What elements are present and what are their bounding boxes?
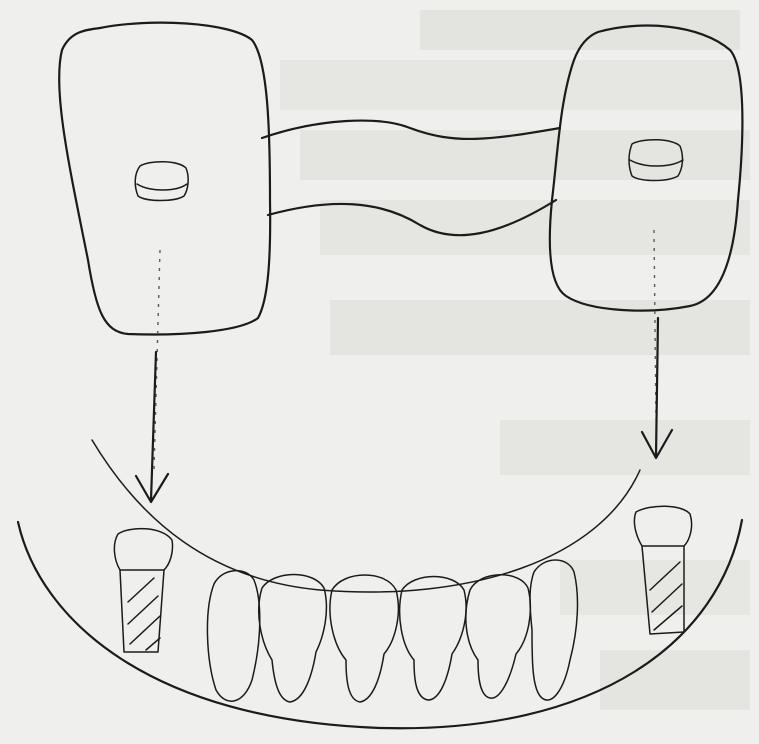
background-bleed-through — [280, 10, 750, 710]
anterior-teeth — [207, 560, 577, 702]
left-denture-base — [59, 23, 270, 335]
left-placement-arrow — [136, 352, 168, 502]
tooth-1 — [207, 571, 259, 702]
tooth-5 — [466, 575, 531, 698]
tooth-3 — [330, 575, 398, 702]
left-abutment — [114, 529, 172, 652]
tooth-2 — [259, 575, 327, 703]
left-abutment-cap — [135, 162, 188, 201]
tooth-4 — [400, 577, 466, 701]
